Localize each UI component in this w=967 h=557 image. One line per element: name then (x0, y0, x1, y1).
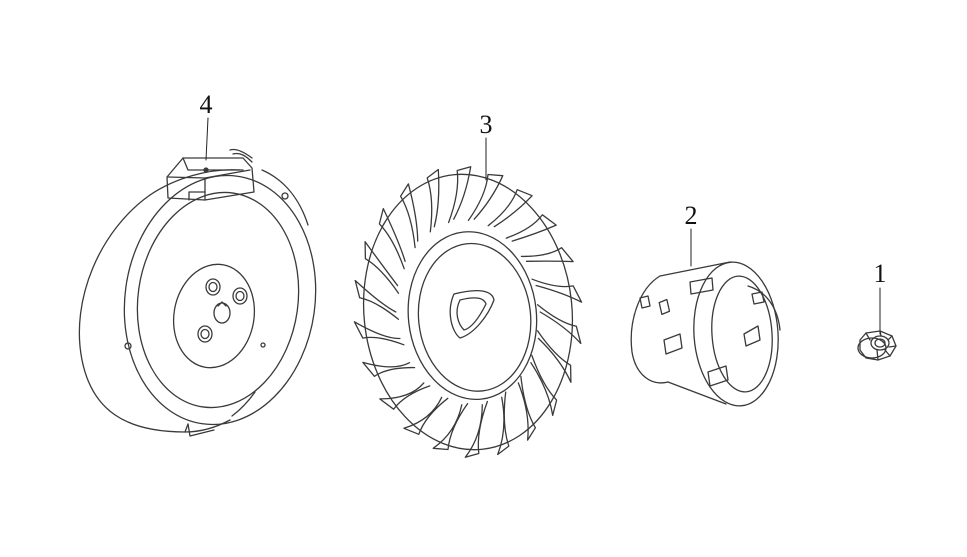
fan-blade (447, 166, 472, 224)
callout-4: 4 (199, 90, 213, 119)
fan-blade (520, 247, 574, 263)
fan-blade (362, 361, 416, 377)
cooling-fan-icon (353, 166, 583, 458)
fan-blade (517, 375, 537, 441)
fan-hub-inner-ring (417, 242, 532, 392)
flange-nut-icon (857, 330, 897, 361)
starter-cup-icon (630, 261, 781, 407)
fan-blade (530, 354, 558, 417)
flywheel-icon (78, 148, 317, 437)
fan-hub-ring (407, 231, 538, 401)
fan-blade (364, 241, 400, 294)
fan-blade (536, 304, 582, 345)
fan-blade (432, 402, 469, 451)
fan-blade (487, 189, 533, 228)
fan-blade (536, 330, 572, 383)
callout-2: 2 (684, 201, 698, 230)
fan-blade (426, 168, 440, 233)
fan-blade (399, 183, 419, 249)
fan-blade (531, 278, 583, 303)
fan-center-opening-inner (456, 297, 487, 331)
fan-blade (353, 321, 405, 346)
fan-blade (378, 207, 406, 270)
callout-3: 3 (479, 110, 493, 139)
fan-outer-ring (362, 173, 574, 451)
callout-1: 1 (873, 259, 887, 288)
fan-blade (505, 214, 557, 242)
fan-blade (464, 400, 489, 458)
leader-line-4 (205, 117, 209, 161)
fan-blade (403, 396, 449, 435)
fan-blade (467, 173, 504, 222)
fan-center-opening (449, 289, 495, 339)
fan-blade (379, 382, 431, 410)
leader-lines (205, 117, 881, 335)
fan-blade (497, 391, 510, 456)
fan-blade (354, 279, 400, 320)
